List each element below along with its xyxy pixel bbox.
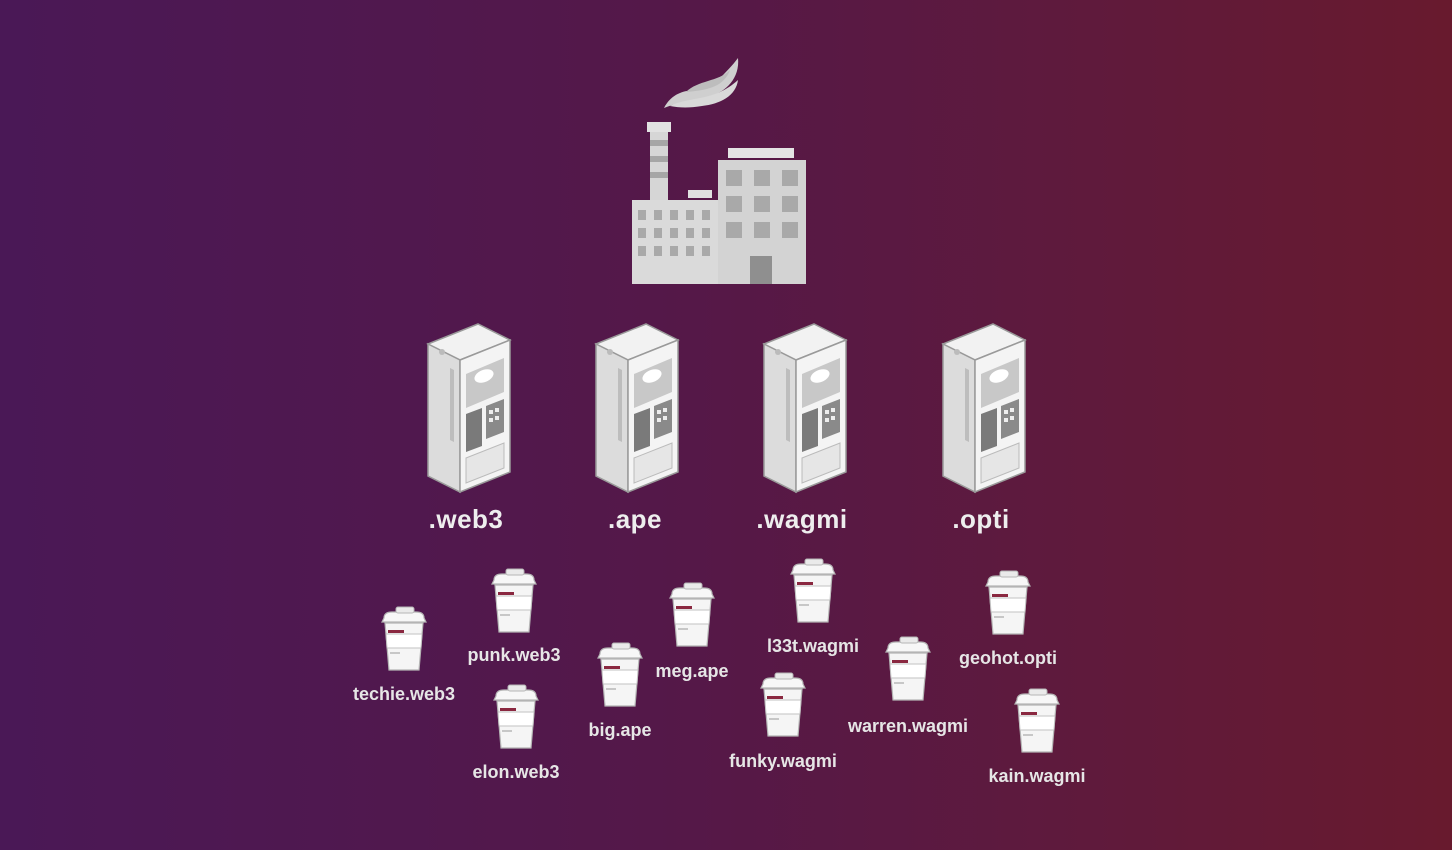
- vending-machine-icon: [427, 323, 511, 493]
- name-label-l33t-wagmi: l33t.wagmi: [766, 636, 860, 656]
- coffee-cup-icon: [493, 684, 539, 749]
- name-label-techie-web3: techie.web3: [352, 684, 456, 704]
- coffee-cup-icon: [491, 568, 537, 633]
- coffee-cup-icon: [760, 672, 806, 737]
- name-label-meg-ape: meg.ape: [655, 661, 729, 681]
- name-label-geohot-opti: geohot.opti: [959, 648, 1057, 668]
- tld-label-ape: .ape: [607, 504, 663, 534]
- name-label-funky-wagmi: funky.wagmi: [729, 751, 837, 771]
- coffee-cup-icon: [669, 582, 715, 647]
- name-label-warren-wagmi: warren.wagmi: [847, 716, 969, 736]
- factory-icon: [632, 58, 806, 284]
- tld-label-opti: .opti: [952, 504, 1010, 534]
- coffee-cup-icon: [381, 606, 427, 671]
- name-label-elon-web3: elon.web3: [472, 762, 560, 782]
- coffee-cup-icon: [597, 642, 643, 707]
- name-label-punk-web3: punk.web3: [467, 645, 561, 665]
- vending-machine-icon: [763, 323, 847, 493]
- tld-label-wagmi: .wagmi: [756, 504, 848, 534]
- coffee-cup-icon: [790, 558, 836, 623]
- tld-label-web3: .web3: [428, 504, 504, 534]
- name-label-big-ape: big.ape: [588, 720, 652, 740]
- vending-machine-icon: [595, 323, 679, 493]
- coffee-cup-icon: [985, 570, 1031, 635]
- coffee-cup-icon: [1014, 688, 1060, 753]
- coffee-cup-icon: [885, 636, 931, 701]
- name-label-kain-wagmi: kain.wagmi: [988, 766, 1086, 786]
- vending-machine-icon: [942, 323, 1026, 493]
